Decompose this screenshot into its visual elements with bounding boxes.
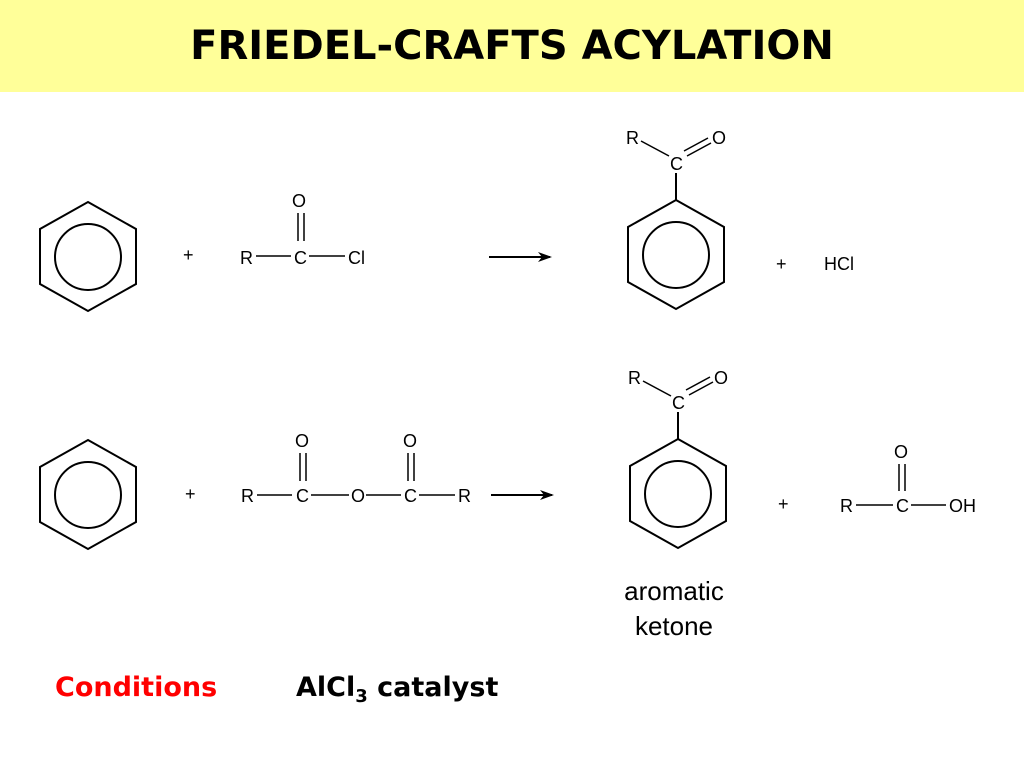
catalyst-text: AlCl3 catalyst: [296, 672, 498, 707]
atom-c: C: [404, 486, 417, 506]
caption-line-1: aromatic: [624, 576, 724, 606]
double-bond: [685, 376, 714, 396]
single-bond: [640, 140, 670, 157]
atom-o: O: [403, 431, 417, 451]
atom-c: C: [896, 496, 909, 516]
atom-r: R: [626, 128, 639, 148]
acyl-chloride: O R C Cl: [240, 191, 365, 268]
hcl-product: HCl: [824, 254, 854, 274]
product-caption: aromatic ketone: [600, 574, 748, 644]
catalyst-formula: AlCl: [296, 672, 356, 703]
atom-c: C: [294, 248, 307, 268]
atom-o-bridge: O: [351, 486, 365, 506]
double-bond: [407, 453, 415, 481]
plus-sign: +: [776, 254, 787, 274]
carboxylic-acid: O R C OH: [840, 442, 976, 516]
double-bond: [297, 213, 305, 241]
atom-cl: Cl: [348, 248, 365, 268]
title-bar: FRIEDEL-CRAFTS ACYLATION: [0, 0, 1024, 92]
caption-line-2: ketone: [634, 611, 714, 641]
atom-r: R: [241, 486, 254, 506]
atom-o: O: [894, 442, 908, 462]
double-bond: [299, 453, 307, 481]
atom-c: C: [296, 486, 309, 506]
atom-r: R: [458, 486, 471, 506]
single-bond: [642, 380, 672, 397]
atom-r: R: [240, 248, 253, 268]
catalyst-word: catalyst: [367, 672, 499, 703]
double-bond: [898, 464, 906, 491]
atom-o: O: [714, 368, 728, 388]
atom-r: R: [628, 368, 641, 388]
plus-sign: +: [185, 484, 196, 504]
atom-o: O: [712, 128, 726, 148]
aromatic-ketone-product-2: R C O: [628, 368, 728, 550]
conditions-label: Conditions: [55, 672, 218, 703]
atom-c: C: [670, 154, 683, 174]
benzene-reactant-1: [39, 200, 137, 313]
plus-sign: +: [778, 494, 789, 514]
benzene-reactant-2: [39, 438, 137, 551]
aromatic-ketone-product-1: R C O: [626, 128, 726, 311]
atom-o: O: [292, 191, 306, 211]
atom-oh: OH: [949, 496, 976, 516]
catalyst-subscript: 3: [355, 686, 368, 707]
acid-anhydride: R O C O O C R: [241, 431, 471, 506]
atom-r: R: [840, 496, 853, 516]
page-title: FRIEDEL-CRAFTS ACYLATION: [190, 23, 834, 69]
atom-o: O: [295, 431, 309, 451]
plus-sign: +: [183, 245, 194, 265]
atom-c: C: [672, 393, 685, 413]
double-bond: [683, 137, 712, 157]
